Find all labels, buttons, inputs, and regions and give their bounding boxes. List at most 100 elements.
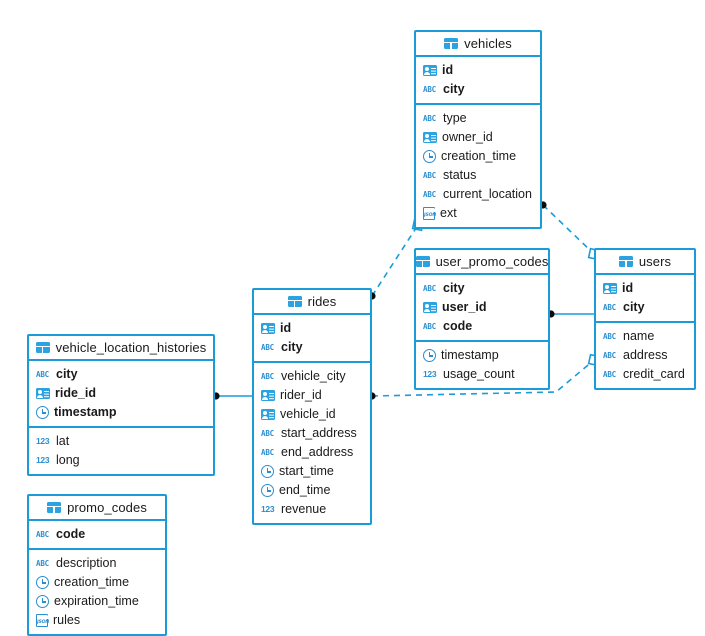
- column-name: timestamp: [54, 405, 117, 420]
- primary-key-row-id[interactable]: id: [596, 279, 694, 298]
- column-row-long[interactable]: 123 long: [29, 451, 213, 470]
- column-name: status: [443, 168, 477, 183]
- column-name: rider_id: [280, 388, 322, 403]
- column-name: timestamp: [441, 348, 499, 363]
- column-row-ext[interactable]: JSON ext: [416, 204, 540, 223]
- number-icon: 123: [36, 436, 50, 446]
- primary-key-row-timestamp[interactable]: timestamp: [29, 403, 213, 422]
- key-icon: [261, 409, 275, 420]
- table-name: rides: [307, 294, 337, 309]
- table-header-vehicles[interactable]: vehicles: [416, 32, 540, 57]
- key-icon: [423, 65, 437, 76]
- column-row-start_time[interactable]: start_time: [254, 462, 370, 481]
- column-name: address: [623, 348, 668, 363]
- column-name: end_address: [281, 445, 354, 460]
- column-name: ext: [440, 206, 457, 221]
- string-icon: ABC: [603, 370, 616, 379]
- column-row-lat[interactable]: 123 lat: [29, 432, 213, 451]
- clock-icon: [261, 484, 274, 497]
- column-row-end_address[interactable]: ABC end_address: [254, 443, 370, 462]
- string-icon: ABC: [423, 190, 436, 199]
- column-row-credit_card[interactable]: ABC credit_card: [596, 365, 694, 384]
- column-name: vehicle_city: [281, 369, 346, 384]
- primary-key-row-code[interactable]: ABC code: [29, 525, 165, 544]
- column-row-address[interactable]: ABC address: [596, 346, 694, 365]
- column-row-expiration_time[interactable]: expiration_time: [29, 592, 165, 611]
- string-icon: ABC: [261, 448, 274, 457]
- column-row-owner_id[interactable]: owner_id: [416, 128, 540, 147]
- primary-key-row-id[interactable]: id: [254, 319, 370, 338]
- column-row-creation_time[interactable]: creation_time: [416, 147, 540, 166]
- column-name: code: [56, 527, 86, 542]
- column-row-rider_id[interactable]: rider_id: [254, 386, 370, 405]
- column-name: end_time: [279, 483, 331, 498]
- primary-key-row-user_id[interactable]: user_id: [416, 298, 548, 317]
- string-icon: ABC: [261, 343, 274, 352]
- table-header-users[interactable]: users: [596, 250, 694, 275]
- table-header-promo_codes[interactable]: promo_codes: [29, 496, 165, 521]
- relationship-vehicle-location-histories-to-rides[interactable]: [212, 392, 252, 400]
- column-name: city: [443, 281, 465, 296]
- column-row-rules[interactable]: JSON rules: [29, 611, 165, 630]
- table-name: user_promo_codes: [435, 254, 549, 269]
- column-name: long: [56, 453, 80, 468]
- column-name: creation_time: [441, 149, 517, 164]
- column-name: id: [280, 321, 292, 336]
- primary-key-row-city[interactable]: ABC city: [254, 338, 370, 357]
- column-name: rules: [53, 613, 81, 628]
- number-icon: 123: [36, 455, 50, 465]
- column-name: description: [56, 556, 117, 571]
- number-icon: 123: [261, 504, 275, 514]
- column-row-timestamp[interactable]: timestamp: [416, 346, 548, 365]
- column-row-end_time[interactable]: end_time: [254, 481, 370, 500]
- column-row-creation_time[interactable]: creation_time: [29, 573, 165, 592]
- table-header-user_promo_codes[interactable]: user_promo_codes: [415, 250, 549, 275]
- string-icon: ABC: [261, 372, 274, 381]
- column-row-vehicle_city[interactable]: ABC vehicle_city: [254, 367, 370, 386]
- string-icon: ABC: [261, 429, 274, 438]
- string-icon: ABC: [603, 332, 616, 341]
- string-icon: ABC: [603, 351, 616, 360]
- json-icon: JSON: [423, 207, 436, 220]
- key-icon: [423, 132, 437, 143]
- json-icon: JSON: [36, 614, 49, 627]
- primary-key-row-ride_id[interactable]: ride_id: [29, 384, 213, 403]
- column-name: city: [623, 300, 645, 315]
- string-icon: ABC: [36, 530, 49, 539]
- string-icon: ABC: [36, 370, 49, 379]
- column-name: id: [442, 63, 454, 78]
- table-header-vehicle_location_histories[interactable]: vehicle_location_histories: [29, 336, 213, 361]
- column-name: lat: [56, 434, 70, 449]
- column-name: user_id: [442, 300, 487, 315]
- column-name: city: [281, 340, 303, 355]
- column-name: credit_card: [623, 367, 685, 382]
- key-icon: [261, 390, 275, 401]
- column-row-vehicle_id[interactable]: vehicle_id: [254, 405, 370, 424]
- table-header-rides[interactable]: rides: [254, 290, 370, 315]
- primary-key-row-id[interactable]: id: [416, 61, 540, 80]
- column-name: usage_count: [443, 367, 515, 382]
- relationship-user-promo-codes-to-users[interactable]: [547, 310, 594, 318]
